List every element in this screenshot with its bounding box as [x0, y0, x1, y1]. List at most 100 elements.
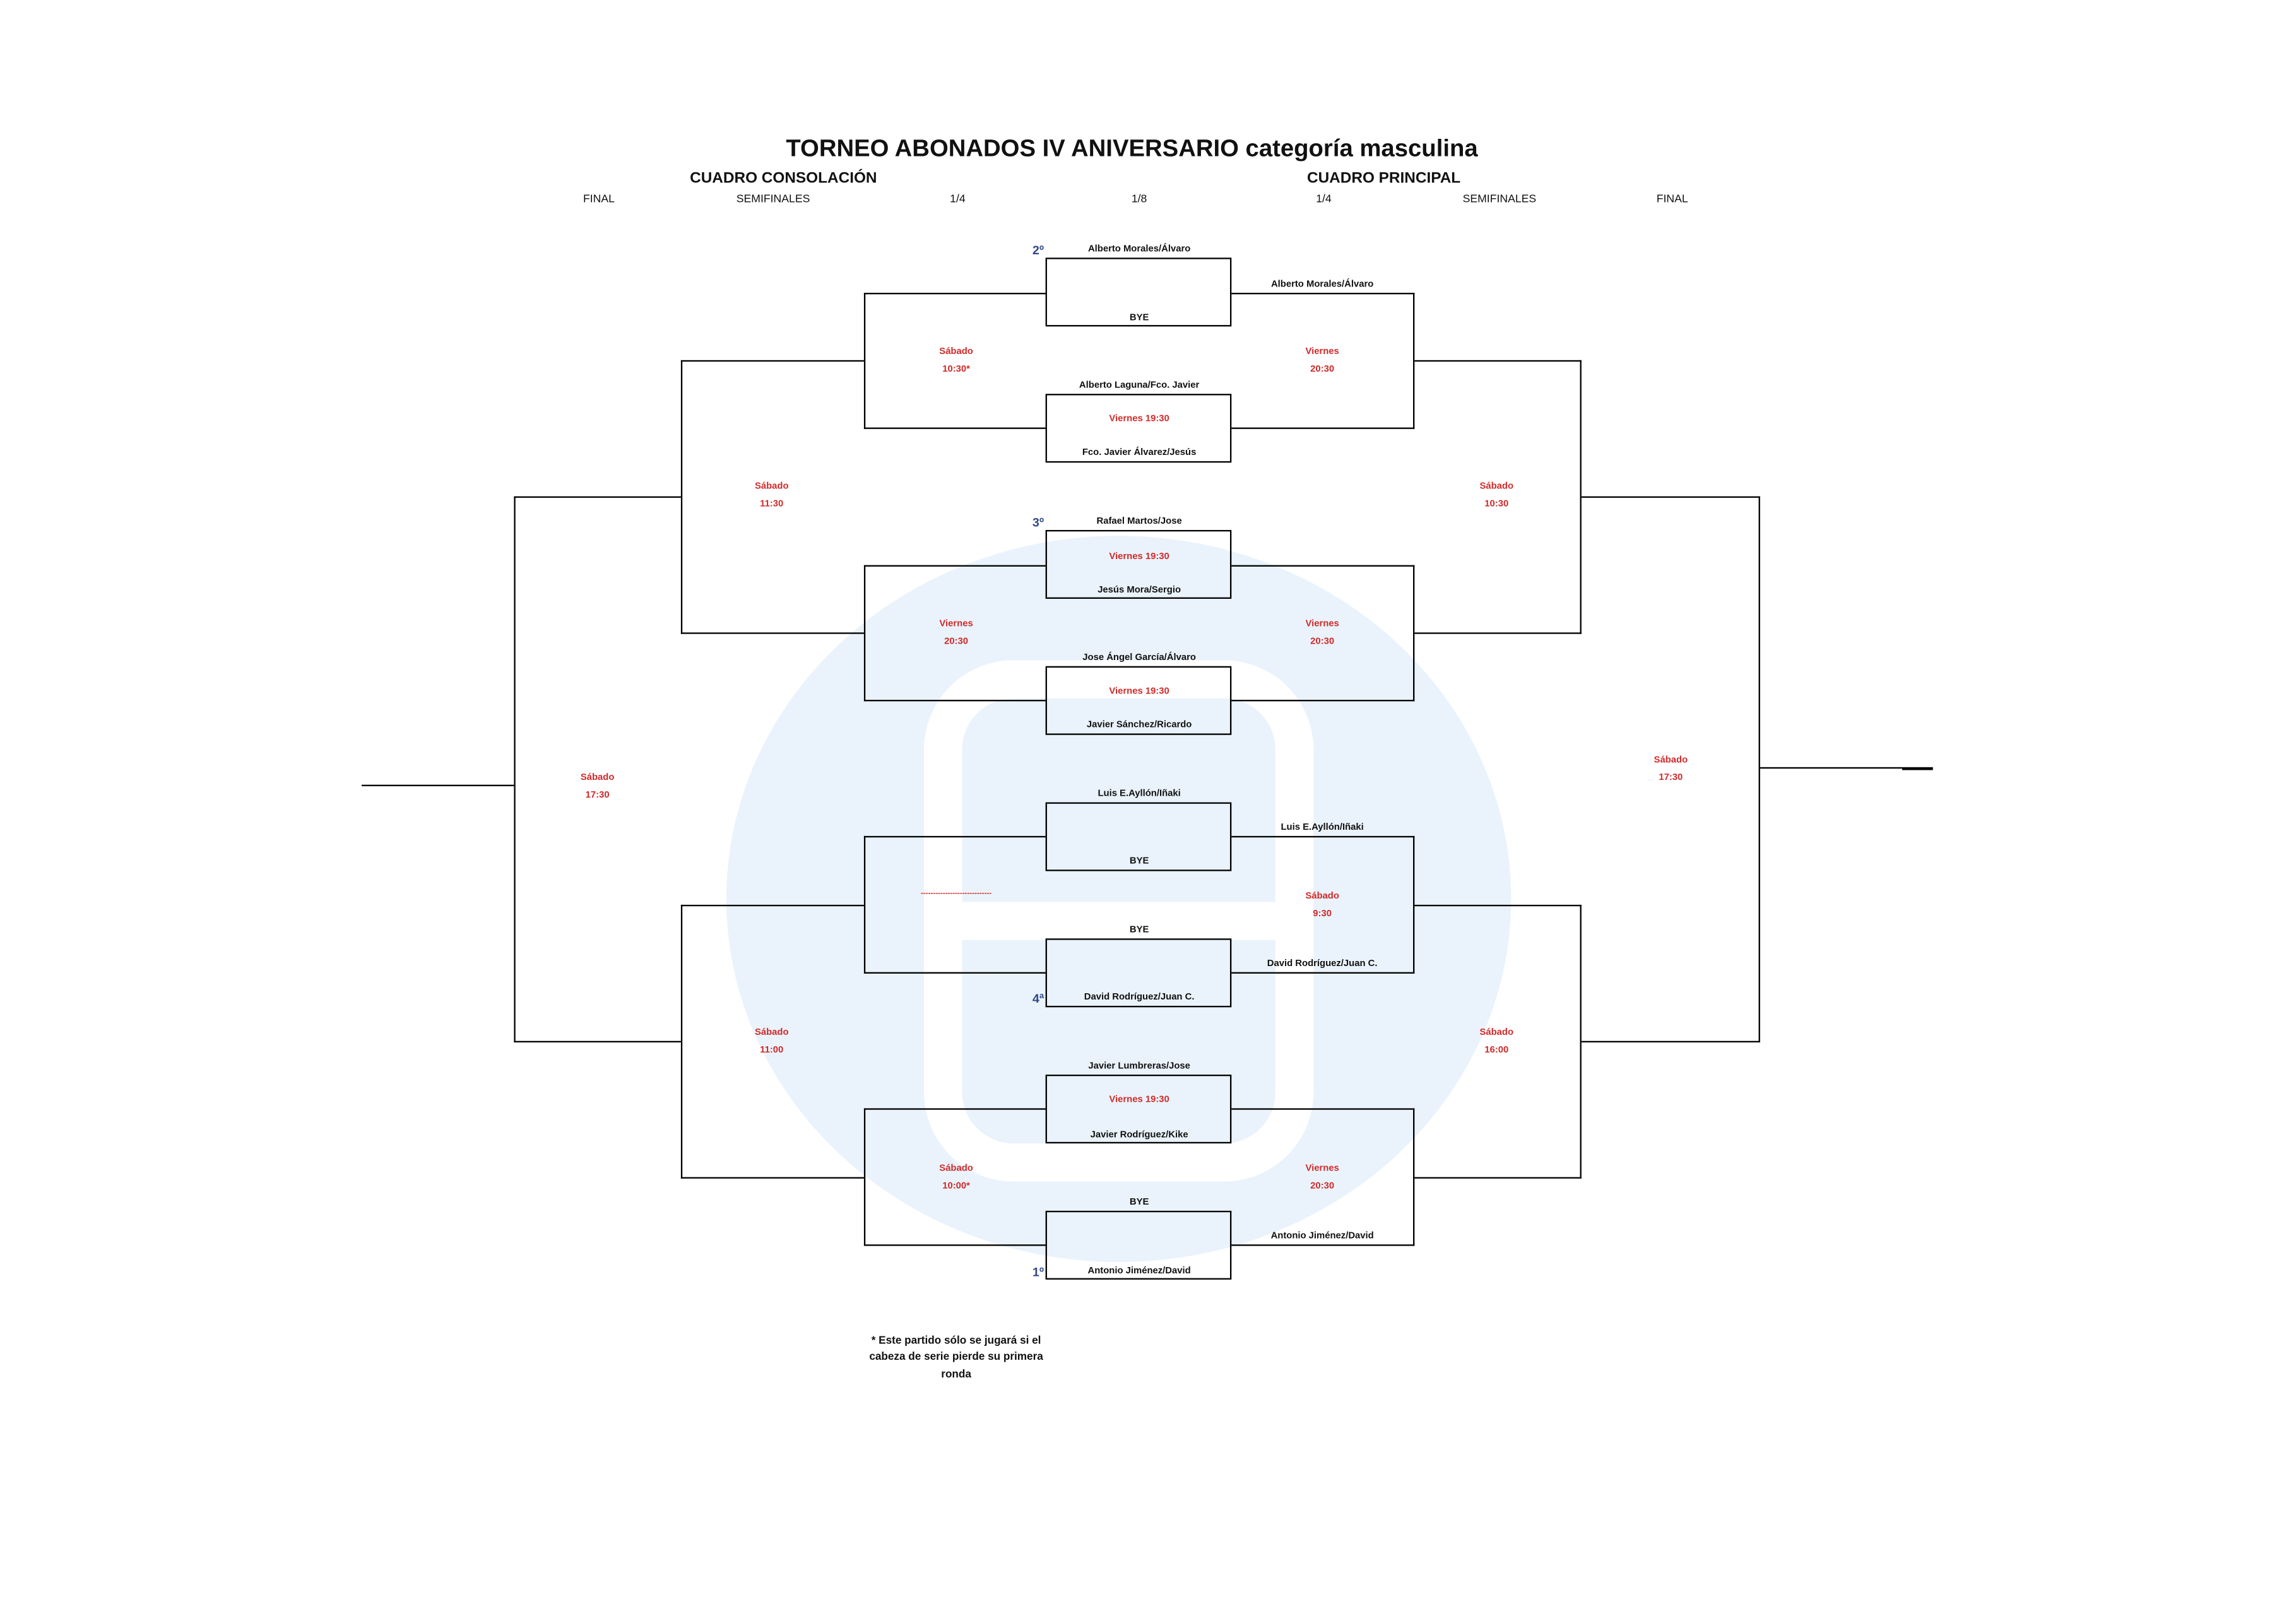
pair-name: David Rodríguez/Juan C. [1084, 992, 1195, 1003]
pair-name: Alberto Morales/Álvaro [1270, 279, 1374, 290]
pair-name: Rafael Martos/Jose [1096, 516, 1182, 527]
pair-name: Antonio Jiménez/David [1270, 1230, 1374, 1242]
bracket-line [863, 293, 1046, 295]
bracket-line [1414, 632, 1582, 635]
match-box-1 [1045, 257, 1232, 327]
match-box-5 [1045, 802, 1232, 871]
page-title: TORNEO ABONADOS IV ANIVERSARIO categoría… [786, 136, 1478, 162]
bracket-line [1231, 427, 1415, 430]
bracket-line [1758, 496, 1761, 1042]
bracket-line [1412, 293, 1416, 429]
match-box-3 [1045, 529, 1232, 599]
match-time: 20:30 [1310, 636, 1335, 647]
pair-name: Javier Lumbreras/Jose [1088, 1061, 1190, 1071]
match-day: Sábado [939, 346, 973, 357]
pair-name: BYE [1129, 856, 1149, 867]
match-time: Viernes 19:30 [1109, 551, 1169, 562]
bracket-line [1231, 700, 1415, 702]
bracket-line [680, 360, 683, 634]
seed-number: 1º [1032, 1265, 1044, 1280]
round-label-main-semis: SEMIFINALES [1462, 192, 1537, 206]
bracket-line [863, 700, 1046, 702]
bracket-line [514, 496, 681, 498]
match-time: 10:30 [1484, 498, 1509, 509]
bracket-line [863, 835, 1046, 838]
match-box-4 [1045, 666, 1232, 735]
match-box-7 [1045, 1075, 1232, 1144]
match-day: Sábado [580, 772, 615, 783]
match-day: Sábado [1305, 891, 1339, 902]
round-label-cons-qf: 1/4 [950, 192, 966, 206]
pair-name: Fco. Javier Álvarez/Jesús [1082, 447, 1197, 458]
bracket-line [680, 1177, 864, 1179]
bracket-line [1580, 360, 1582, 634]
bracket-line [514, 1041, 681, 1043]
match-box-2 [1045, 394, 1232, 463]
bracket-line [1414, 904, 1582, 907]
seed-number: 3º [1032, 515, 1044, 530]
champion-line [1902, 767, 1933, 770]
match-time: Viernes 19:30 [1109, 414, 1169, 425]
match-time: 16:00 [1484, 1045, 1509, 1056]
match-day: Sábado [1654, 755, 1688, 765]
pair-name: Alberto Morales/Álvaro [1087, 244, 1191, 255]
match-day: Sábado [1479, 481, 1514, 492]
match-day: Viernes [1305, 618, 1339, 630]
seed-number: 2º [1032, 242, 1044, 257]
bracket-line [1231, 835, 1415, 838]
seed-number: 4ª [1032, 991, 1044, 1006]
pair-name: BYE [1129, 924, 1149, 936]
footnote: * Este partido sólo se jugará si el cabe… [869, 1333, 1043, 1381]
round-label-cons-semis: SEMIFINALES [736, 192, 810, 206]
bracket-line [1414, 1177, 1582, 1179]
round-label-r16: 1/8 [1131, 192, 1147, 206]
bracket-line [1581, 1041, 1760, 1043]
match-time: 17:30 [585, 790, 610, 801]
pair-name: Luis E.Ayllón/Iñaki [1098, 789, 1181, 799]
bracket-line [680, 360, 864, 362]
bracket-line [863, 972, 1046, 974]
match-day: Sábado [754, 1027, 789, 1038]
pair-name: Jesús Mora/Sergio [1098, 585, 1181, 596]
bracket-line [1581, 496, 1760, 498]
pair-name: David Rodríguez/Juan C. [1267, 958, 1378, 969]
pair-name: Javier Sánchez/Ricardo [1086, 720, 1192, 731]
watermark-logo [726, 536, 1512, 1263]
bracket-line [863, 1108, 866, 1246]
bracket-line [1412, 835, 1416, 974]
match-time: 11:30 [760, 498, 784, 509]
match-time: 20:30 [944, 636, 969, 647]
match-day: Viernes [939, 618, 973, 630]
bracket-line [680, 904, 864, 907]
round-label-main-qf: 1/4 [1316, 192, 1332, 206]
match-time: 20:30 [1310, 1181, 1335, 1192]
bracket-line [1231, 293, 1415, 295]
match-time: 11:00 [760, 1045, 784, 1056]
bracket-line [680, 632, 864, 635]
bracket-line [1414, 360, 1582, 362]
consolation-header: CUADRO CONSOLACIÓN [690, 169, 877, 187]
match-time: 9:30 [1313, 909, 1332, 919]
match-time: 10:30* [942, 364, 970, 375]
bracket-line [1580, 904, 1582, 1179]
pair-name: Jose Ángel García/Álvaro [1082, 652, 1196, 663]
pair-name: BYE [1129, 313, 1149, 324]
match-time: 17:30 [1659, 772, 1683, 783]
main-header: CUADRO PRINCIPAL [1306, 169, 1461, 187]
bracket-line [1231, 1244, 1415, 1247]
match-day: Sábado [1479, 1027, 1514, 1038]
bracket-line [863, 835, 866, 974]
match-day: Sábado [754, 481, 789, 492]
bracket-line [863, 293, 866, 429]
bracket-line [1231, 972, 1415, 974]
bracket-line [1412, 565, 1416, 702]
match-day: Viernes [1305, 346, 1339, 357]
pair-name: BYE [1129, 1197, 1149, 1208]
match-time: Viernes 19:30 [1109, 686, 1169, 697]
bracket-line [514, 496, 516, 1042]
match-box-6 [1045, 938, 1232, 1008]
match-time: 10:00* [942, 1181, 970, 1192]
match-day: Sábado [939, 1164, 973, 1174]
bracket-line [680, 904, 683, 1179]
